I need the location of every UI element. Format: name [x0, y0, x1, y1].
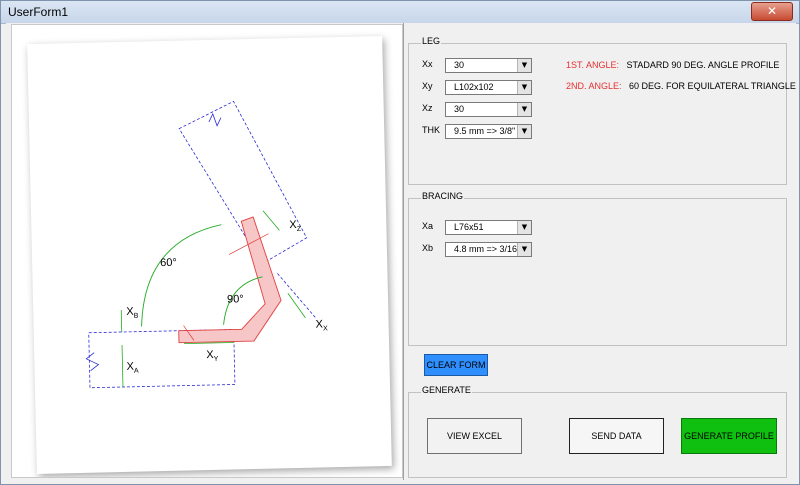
note-second-angle-text: 60 DEG. FOR EQUILATERAL TRIANGLE	[629, 81, 796, 91]
center-line-2	[183, 325, 195, 341]
profile-drawing-panel: 60° 90° XB XA XY XX XZ	[11, 24, 403, 478]
view-excel-button[interactable]: VIEW EXCEL	[427, 418, 522, 454]
thk-label: THK	[422, 125, 440, 135]
xz-label: Xz	[422, 103, 433, 113]
xz-value: 30	[454, 104, 465, 114]
xy-label: Xy	[422, 81, 433, 91]
note-first-angle-tag: 1ST. ANGLE:	[566, 60, 620, 70]
xz-combobox[interactable]: 30 ▼	[445, 102, 532, 117]
dropdown-arrow-icon[interactable]: ▼	[517, 243, 531, 256]
label-xx: XX	[315, 318, 328, 332]
send-data-button[interactable]: SEND DATA	[569, 418, 664, 454]
xy-value: L102x102	[454, 82, 494, 92]
note-first-angle: 1ST. ANGLE: STADARD 90 DEG. ANGLE PROFIL…	[566, 60, 779, 70]
note-second-angle-tag: 2ND. ANGLE:	[566, 81, 622, 91]
window-title: UserForm1	[8, 5, 69, 19]
label-90-deg: 90°	[227, 293, 244, 305]
angle-60-arc	[141, 224, 222, 327]
label-xz: XZ	[289, 219, 302, 233]
xx-label: Xx	[422, 59, 433, 69]
label-60-deg: 60°	[160, 257, 177, 269]
break-mark-left	[85, 352, 100, 372]
dim-xx	[287, 292, 306, 319]
note-second-angle: 2ND. ANGLE: 60 DEG. FOR EQUILATERAL TRIA…	[566, 81, 796, 91]
generate-profile-button[interactable]: GENERATE PROFILE	[681, 418, 777, 454]
xb-label: Xb	[422, 243, 434, 253]
vertical-separator	[403, 23, 404, 480]
xa-combobox[interactable]: L76x51 ▼	[445, 220, 532, 235]
clear-form-button[interactable]: CLEAR FORM	[424, 354, 488, 376]
label-xa: XA	[126, 361, 139, 375]
dropdown-arrow-icon[interactable]: ▼	[517, 221, 531, 234]
dim-xy	[183, 342, 234, 345]
drawing-sheet: 60° 90° XB XA XY XX XZ	[27, 36, 392, 474]
leg-x-outline	[277, 273, 316, 318]
leg-group: LEG Xx 30 ▼ Xy L102x102 ▼ Xz 30 ▼ THK 9.…	[408, 36, 796, 185]
xa-value: L76x51	[454, 222, 484, 232]
label-xb: XB	[126, 306, 139, 320]
xy-combobox[interactable]: L102x102 ▼	[445, 80, 532, 95]
dim-xa	[121, 344, 124, 388]
xb-combobox[interactable]: 4.8 mm => 3/16" ▼	[445, 242, 532, 257]
leg-group-label: LEG	[421, 36, 442, 46]
angle-90-arc	[223, 276, 263, 325]
generate-group-label: GENERATE	[421, 385, 472, 395]
bracing-group-label: BRACING	[421, 191, 465, 201]
generate-group: GENERATE VIEW EXCEL SEND DATA GENERATE P…	[408, 385, 787, 478]
center-line-1	[228, 233, 269, 255]
leg-z-outline	[178, 100, 308, 265]
form-client-area: 60° 90° XB XA XY XX XZ LEG Xx 30 ▼ Xy L	[6, 23, 796, 480]
dropdown-arrow-icon[interactable]: ▼	[517, 125, 531, 138]
xx-combobox[interactable]: 30 ▼	[445, 58, 532, 73]
angle-profile-diagram: 60° 90° XB XA XY XX XZ	[85, 100, 328, 389]
angle-profile-shape	[178, 216, 282, 344]
close-button[interactable]: ✕	[751, 2, 793, 21]
dropdown-arrow-icon[interactable]: ▼	[517, 103, 531, 116]
thk-combobox[interactable]: 9.5 mm => 3/8" ▼	[445, 124, 532, 139]
note-first-angle-text: STADARD 90 DEG. ANGLE PROFILE	[626, 60, 780, 70]
xa-label: Xa	[422, 221, 434, 231]
thk-value: 9.5 mm => 3/8"	[454, 126, 516, 136]
xb-value: 4.8 mm => 3/16"	[454, 244, 521, 254]
break-mark-top	[208, 112, 222, 127]
dropdown-arrow-icon[interactable]: ▼	[517, 59, 531, 72]
dim-xz	[262, 210, 280, 231]
bracing-group: BRACING Xa L76x51 ▼ Xb 4.8 mm => 3/16" ▼	[408, 191, 787, 346]
label-xy: XY	[206, 349, 219, 363]
dropdown-arrow-icon[interactable]: ▼	[517, 81, 531, 94]
title-bar[interactable]: UserForm1 ✕	[1, 1, 799, 24]
xx-value: 30	[454, 60, 465, 70]
